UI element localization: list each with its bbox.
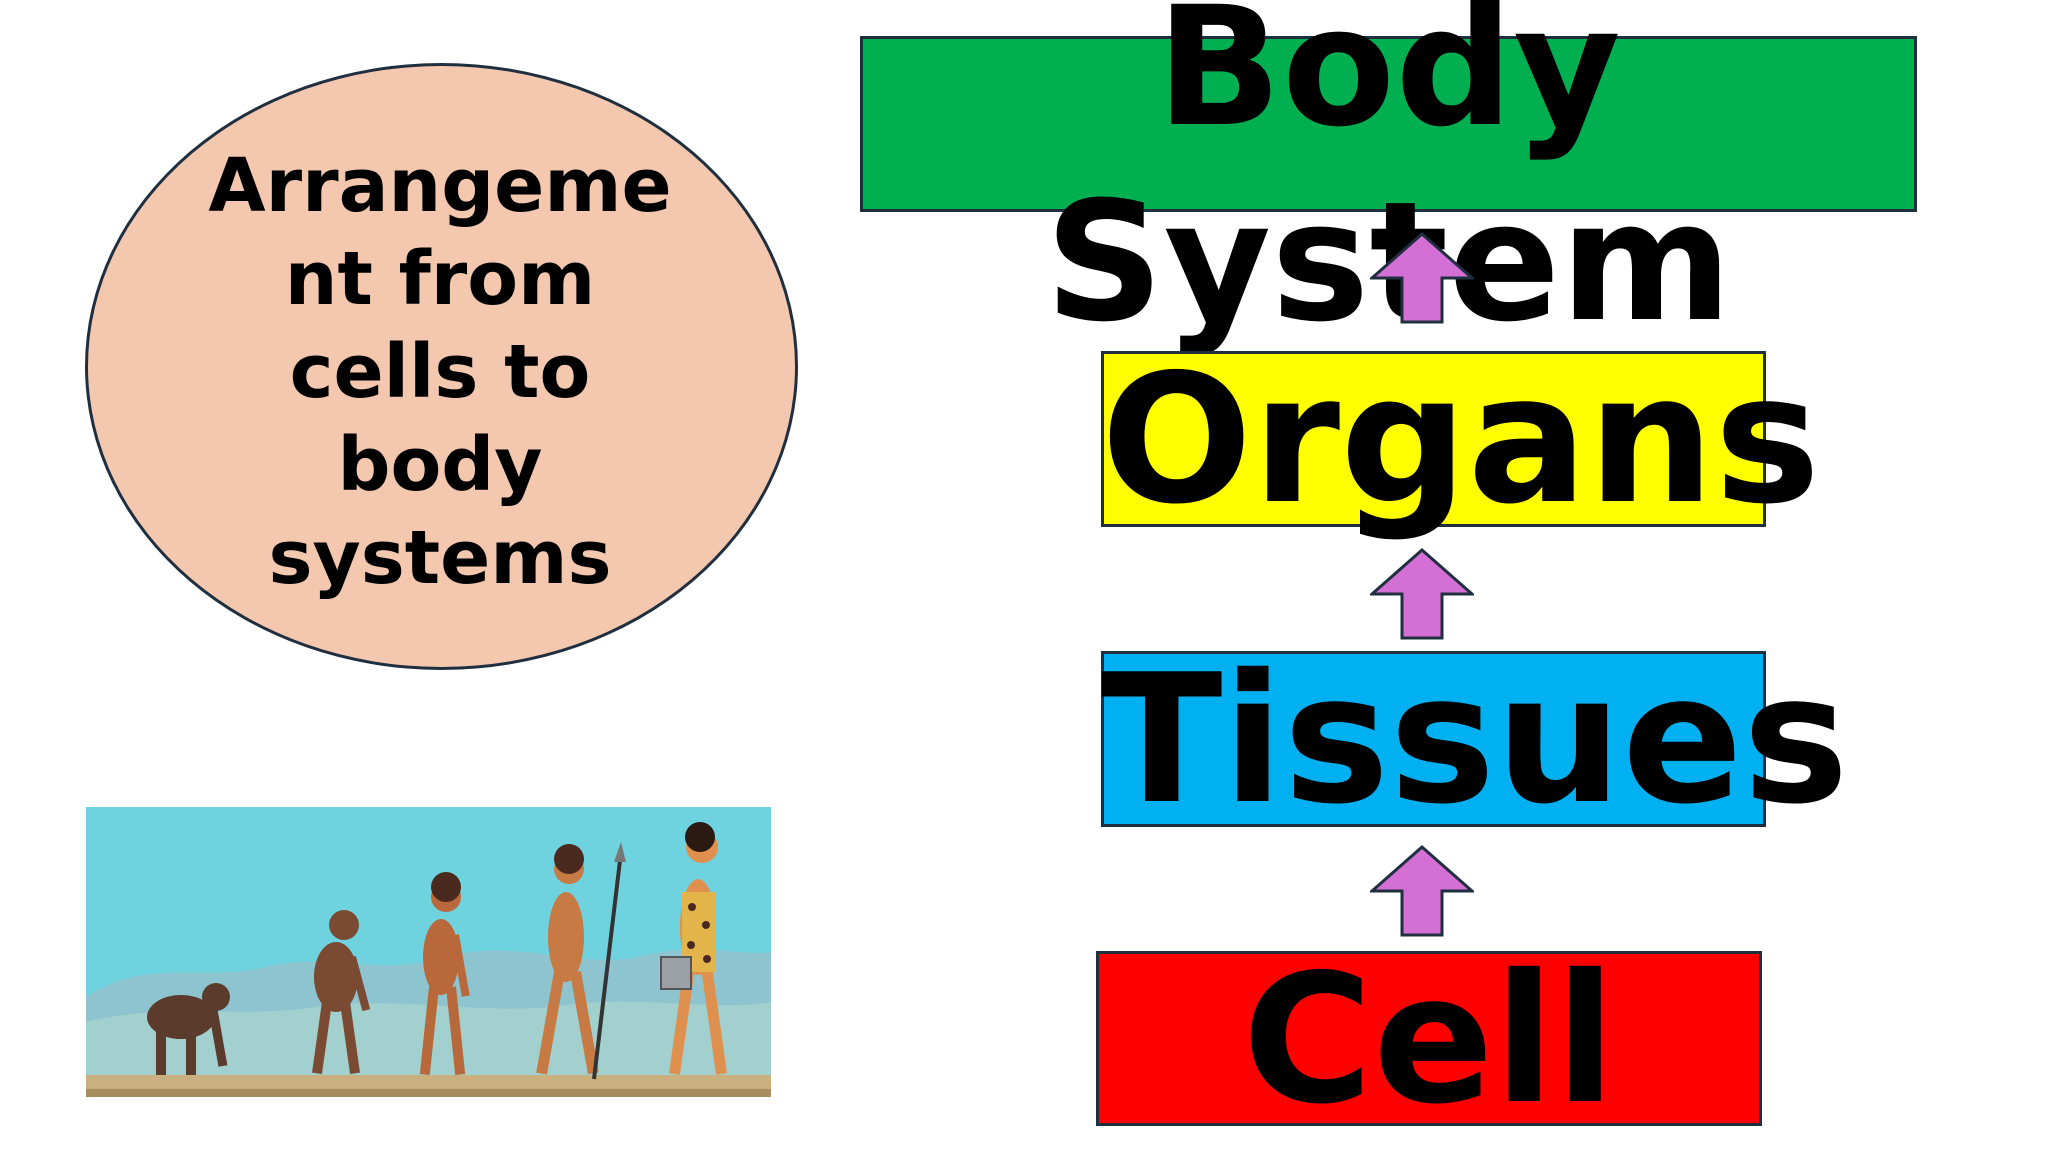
up-arrow-icon [1370, 548, 1474, 640]
body-system-box [860, 36, 1917, 212]
callout-ellipse [85, 63, 798, 670]
cell-label: Cell [1242, 936, 1616, 1143]
cell-box [1096, 951, 1762, 1126]
organs-box [1101, 351, 1766, 527]
callout-text: Arrangeme nt from cells to body systems [208, 143, 672, 601]
up-arrow-icon [1370, 845, 1474, 937]
tissues-label: Tissues [1101, 636, 1849, 843]
organs-label: Organs [1101, 336, 1821, 543]
tissues-box [1101, 651, 1766, 827]
human-evolution-illustration-icon [86, 807, 771, 1097]
up-arrow-icon [1370, 232, 1474, 324]
